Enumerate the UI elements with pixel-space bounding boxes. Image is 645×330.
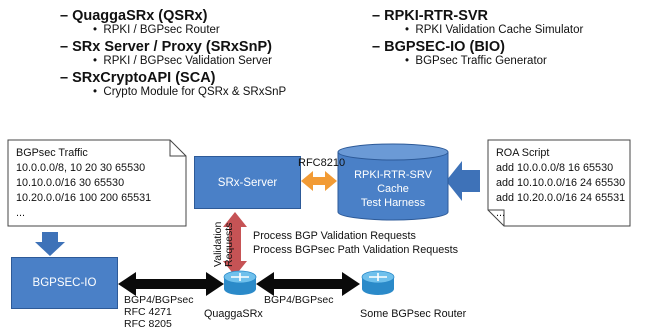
srx-server-box: SRx-Server	[194, 156, 301, 209]
left-link-rfc8205: RFC 8205	[124, 318, 172, 330]
cache-label-line3: Test Harness	[360, 197, 426, 209]
bullet-heading-qsrx: – QuaggaSRx (QSRx)	[60, 8, 208, 24]
roa-script-line: add 10.10.0.0/16 24 65530	[496, 177, 626, 189]
bgpsec-traffic-line: ...	[16, 207, 25, 219]
bullet-list-right: – RPKI-RTR-SVR • RPKI Validation Cache S…	[372, 8, 583, 67]
left-link-rfc4271: RFC 4271	[124, 306, 172, 318]
bgpsec-io-box: BGPSEC-IO	[11, 257, 118, 309]
cache-label-line1: RPKI-RTR-SRV	[354, 169, 432, 181]
cache-label: RPKI-RTR-SRV Cache Test Harness	[338, 168, 448, 210]
quaggasrx-label: QuaggaSRx	[204, 308, 263, 320]
roa-script-line: ...	[496, 207, 505, 219]
bullet-heading-sca: – SRxCryptoAPI (SCA)	[60, 70, 216, 86]
process-bgp-label: Process BGP Validation Requests	[253, 230, 416, 242]
left-arrow-icon	[446, 161, 480, 201]
bgpsec-traffic-line: 10.10.0.0/16 30 65530	[16, 177, 125, 189]
bgpsec-traffic-text: BGPsec Traffic 10.0.0.0/8, 10 20 30 6553…	[16, 146, 151, 221]
process-bgpsec-label: Process BGPsec Path Validation Requests	[253, 244, 459, 256]
orange-double-arrow-icon	[301, 171, 337, 191]
bullet-sub-sca: • Crypto Module for QSRx & SRxSnP	[93, 86, 287, 98]
roa-script-line: add 10.20.0.0/16 24 65531	[496, 192, 626, 204]
roa-script-text: ROA Script add 10.0.0.0/8 16 65530 add 1…	[496, 146, 625, 221]
cache-cylinder-shape	[337, 152, 449, 221]
srx-server-label: SRx-Server	[217, 176, 278, 189]
down-arrow-icon	[35, 232, 65, 256]
red-double-arrow-icon	[223, 212, 247, 276]
bgpsec-traffic-doc-shape	[7, 139, 187, 227]
bullet-sub-qsrx: • RPKI / BGPsec Router	[93, 24, 220, 36]
bgpsec-traffic-title: BGPsec Traffic	[16, 147, 88, 159]
bullet-sub-bio: • BGPsec Traffic Generator	[405, 55, 547, 67]
bgp-link-right-arrow	[256, 272, 360, 296]
bgp-link-left-arrow	[118, 272, 224, 296]
bgpsec-traffic-line: 10.20.0.0/16 100 200 65531	[16, 192, 152, 204]
bullet-heading-bio: – BGPSEC-IO (BIO)	[372, 39, 505, 55]
left-link-labels: BGP4/BGPsec RFC 4271 RFC 8205	[124, 294, 193, 330]
bullet-sub-rpki-rtr-svr: • RPKI Validation Cache Simulator	[405, 24, 584, 36]
bullet-list-left: – QuaggaSRx (QSRx) • RPKI / BGPsec Route…	[60, 8, 286, 98]
left-link-protocol: BGP4/BGPsec	[124, 294, 194, 306]
bgpsec-io-label: BGPSEC-IO	[32, 277, 97, 289]
bgpsec-traffic-line: 10.0.0.0/8, 10 20 30 65530	[16, 162, 146, 174]
quaggasrx-router-icon	[223, 270, 257, 295]
bullet-sub-srxsnp: • RPKI / BGPsec Validation Server	[93, 55, 272, 67]
right-link-protocol: BGP4/BGPsec	[264, 294, 334, 306]
bullet-heading-srxsnp: – SRx Server / Proxy (SRxSnP)	[60, 39, 272, 55]
roa-script-title: ROA Script	[496, 147, 550, 159]
rfc8210-label: RFC8210	[298, 157, 346, 169]
roa-script-doc-shape	[487, 139, 631, 227]
bullet-heading-rpki-rtr-svr: – RPKI-RTR-SVR	[372, 8, 489, 24]
some-bgpsec-router-label: Some BGPsec Router	[360, 308, 467, 320]
roa-script-line: add 10.0.0.0/8 16 65530	[496, 162, 614, 174]
validation-requests-label: Validation Requests	[212, 221, 235, 267]
process-labels: Process BGP Validation Requests Process …	[253, 229, 458, 257]
cache-label-line2: Cache	[377, 183, 409, 195]
some-bgpsec-router-icon	[361, 270, 395, 295]
